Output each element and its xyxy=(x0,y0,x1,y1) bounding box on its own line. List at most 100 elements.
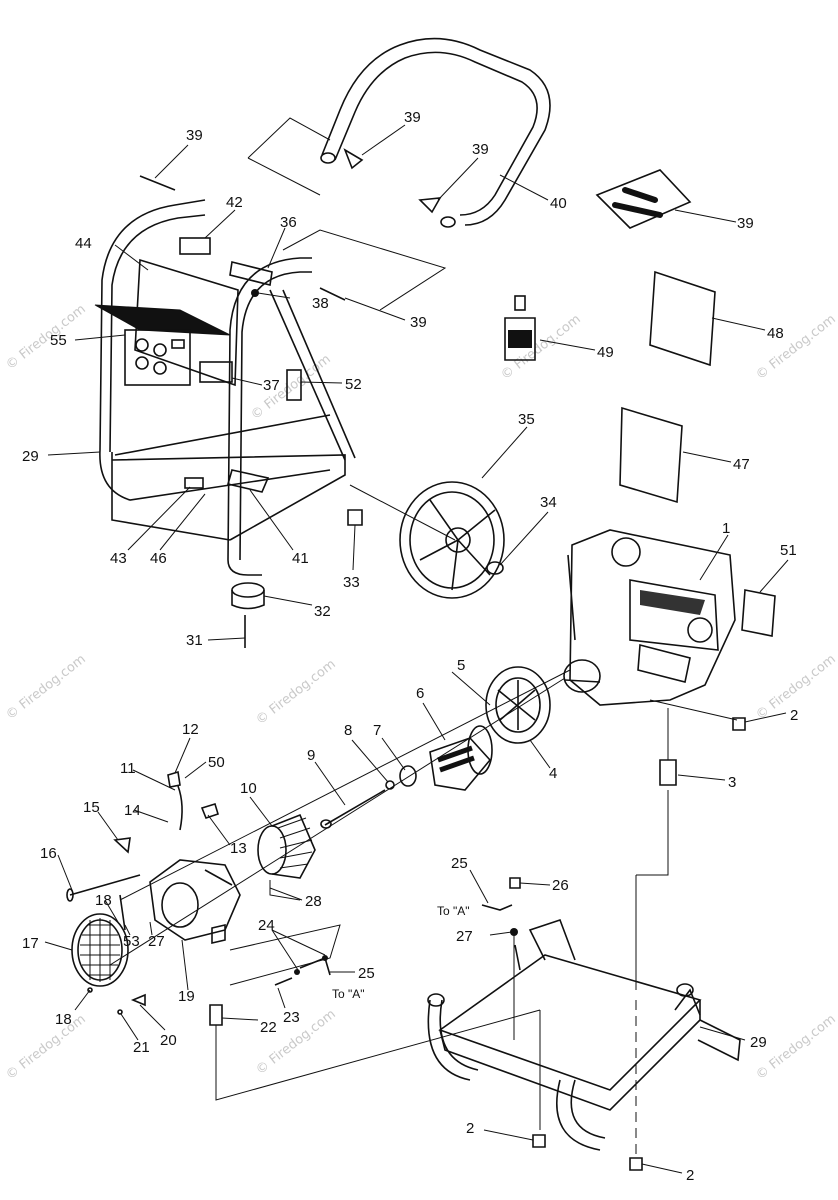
assembly-line xyxy=(119,669,571,901)
label-decal-36 xyxy=(229,261,273,286)
cradle-frame-part xyxy=(427,918,741,1151)
label-decal-52 xyxy=(286,369,302,401)
screw-21 xyxy=(117,1009,123,1015)
axle-33 xyxy=(347,509,363,526)
callout-20: 20 xyxy=(160,1032,177,1049)
watermark: © Firedog.com xyxy=(3,652,88,723)
callout-39: 39 xyxy=(404,109,421,126)
callout-53: 53 xyxy=(123,933,140,950)
frame-part xyxy=(99,199,356,576)
nut-2 xyxy=(629,1157,643,1171)
engine-part xyxy=(563,529,736,706)
callout-36: 36 xyxy=(280,214,297,231)
callout-28: 28 xyxy=(305,893,322,910)
nut-2 xyxy=(732,717,746,731)
label-decal-43 xyxy=(184,477,204,489)
bolt-39 xyxy=(319,287,346,301)
callout-32: 32 xyxy=(314,603,331,620)
control-panel-part xyxy=(94,258,239,387)
callout-44: 44 xyxy=(75,235,92,252)
callout-42: 42 xyxy=(226,194,243,211)
callout-2: 2 xyxy=(790,707,798,724)
capacitor-12 xyxy=(167,770,181,788)
bolt-16 xyxy=(69,874,141,896)
wheel-part xyxy=(349,481,505,599)
callout-9: 9 xyxy=(307,747,315,764)
manual-48 xyxy=(649,270,716,367)
callout-40: 40 xyxy=(550,195,567,212)
callout-48: 48 xyxy=(767,325,784,342)
hardware-bag-39 xyxy=(595,169,692,229)
callout-39: 39 xyxy=(410,314,427,331)
bracket-20 xyxy=(130,993,146,1007)
leader-line xyxy=(247,117,331,159)
callout-8: 8 xyxy=(344,722,352,739)
callout-16: 16 xyxy=(40,845,57,862)
label-51 xyxy=(741,589,776,637)
washer-27 xyxy=(510,928,518,936)
label-decal-42 xyxy=(179,237,211,255)
callout-12: 12 xyxy=(182,721,199,738)
wire-53 xyxy=(119,894,126,931)
callout-labels: 39 39 39 40 39 42 36 44 38 39 48 49 55 3… xyxy=(22,109,798,1184)
nut-2 xyxy=(532,1134,546,1148)
callout-4: 4 xyxy=(549,765,557,782)
brush-15 xyxy=(113,837,131,854)
grille-part xyxy=(71,913,129,987)
callout-13: 13 xyxy=(230,840,247,857)
leader-line xyxy=(269,880,301,901)
cap-34 xyxy=(486,561,504,575)
watermark: © Firedog.com xyxy=(248,352,333,423)
callout-38: 38 xyxy=(312,295,329,312)
watermark: © Firedog.com xyxy=(3,1012,88,1083)
callout-27: 27 xyxy=(148,933,165,950)
callout-19: 19 xyxy=(178,988,195,1005)
callout-1: 1 xyxy=(722,520,730,537)
callout-7: 7 xyxy=(373,722,381,739)
callout-35: 35 xyxy=(518,411,535,428)
reference-to-a: To "A" xyxy=(437,904,470,918)
callout-5: 5 xyxy=(457,657,465,674)
assembly-line xyxy=(109,677,566,966)
leader-line xyxy=(649,699,738,721)
rear-housing-part xyxy=(149,859,241,941)
watermark: © Firedog.com xyxy=(3,302,88,373)
handle-part xyxy=(320,37,551,228)
cover-13 xyxy=(200,802,219,819)
callout-21: 21 xyxy=(133,1039,150,1056)
assembly-line xyxy=(215,1009,541,1101)
callout-18: 18 xyxy=(55,1011,72,1028)
callout-24: 24 xyxy=(258,917,275,934)
wire-11 xyxy=(177,785,183,831)
callout-29: 29 xyxy=(22,448,39,465)
callout-6: 6 xyxy=(416,685,424,702)
callout-51: 51 xyxy=(780,542,797,559)
leader-line xyxy=(229,924,341,986)
callout-46: 46 xyxy=(150,550,167,567)
callout-2: 2 xyxy=(686,1167,694,1184)
callout-3: 3 xyxy=(728,774,736,791)
bearing-7 xyxy=(399,765,417,787)
mount-3 xyxy=(659,759,677,786)
oil-bottle-49 xyxy=(504,295,536,361)
callout-2: 2 xyxy=(466,1120,474,1137)
callout-41: 41 xyxy=(292,550,309,567)
label-decal-37 xyxy=(199,361,233,383)
callout-52: 52 xyxy=(345,376,362,393)
callout-33: 33 xyxy=(343,574,360,591)
callout-49: 49 xyxy=(597,344,614,361)
washer-8 xyxy=(385,780,395,790)
manual-47 xyxy=(619,406,683,504)
bolt-9 xyxy=(324,789,386,826)
leader-line xyxy=(247,157,321,196)
callout-50: 50 xyxy=(208,754,225,771)
mount-22 xyxy=(209,1004,223,1026)
callout-17: 17 xyxy=(22,935,39,952)
callout-26: 26 xyxy=(552,877,569,894)
callout-47: 47 xyxy=(733,456,750,473)
leader-line xyxy=(636,790,669,876)
callout-39: 39 xyxy=(186,127,203,144)
callout-11: 11 xyxy=(120,760,136,777)
callout-25: 25 xyxy=(451,855,468,872)
